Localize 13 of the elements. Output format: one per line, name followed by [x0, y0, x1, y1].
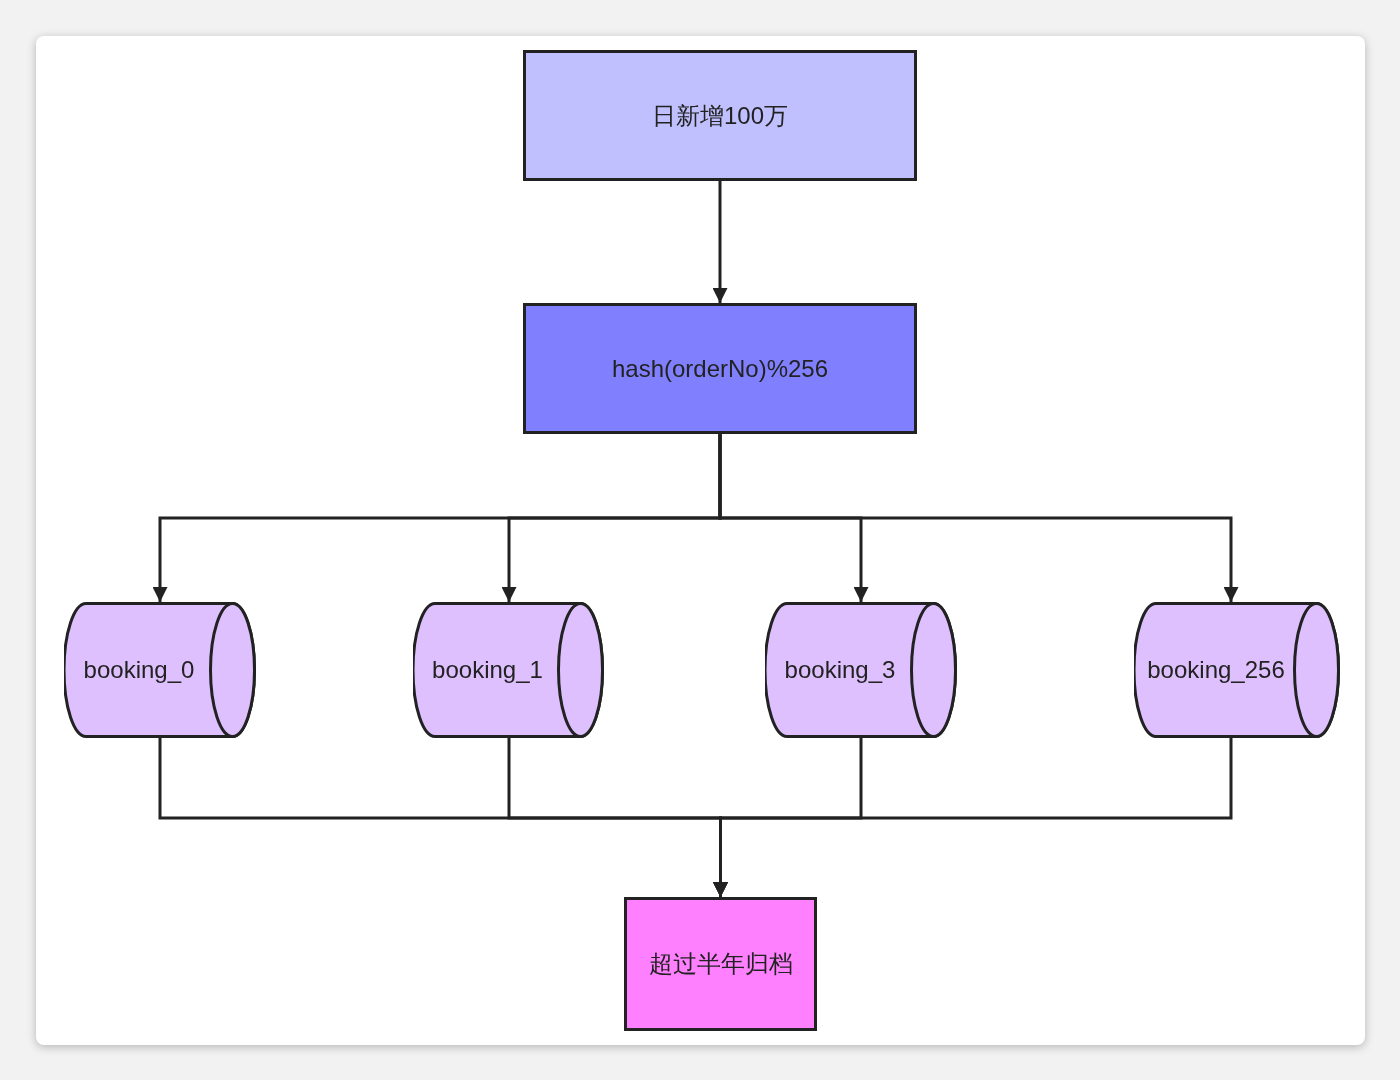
- node-text: 超过半年归档: [648, 949, 793, 979]
- node-text: booking_256: [1147, 656, 1285, 684]
- node-text: hash(orderNo)%256: [611, 354, 829, 383]
- process-box: [523, 50, 917, 181]
- arrow: [713, 738, 1233, 897]
- process-box: [523, 303, 917, 434]
- node-text: booking_0: [83, 656, 195, 684]
- arrow: [718, 434, 1239, 602]
- node-text: booking_1: [432, 656, 543, 684]
- node-text: 日新增100万: [651, 100, 788, 131]
- node-text: booking_3: [784, 656, 896, 684]
- process-box: [624, 897, 817, 1031]
- arrow: [712, 181, 728, 303]
